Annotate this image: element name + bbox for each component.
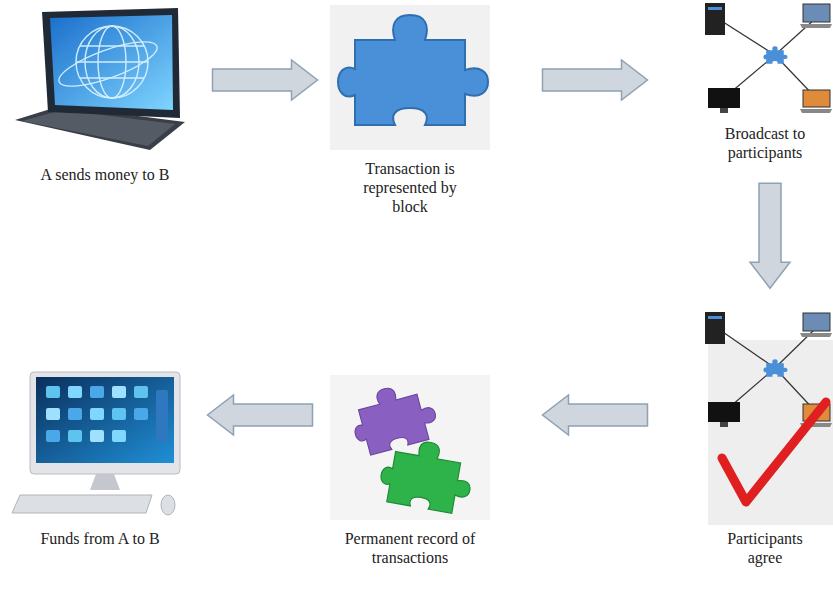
block-arrow [750, 183, 790, 288]
laptop-globe [15, 8, 185, 150]
step-caption: A sends money to B [40, 165, 170, 184]
network-agree-figure [705, 312, 833, 525]
puzzle-piece [330, 5, 490, 150]
step-caption: Broadcast to participants [715, 124, 815, 162]
block-arrow [208, 395, 313, 435]
step-node: Broadcast to participants [700, 0, 830, 166]
block-arrow [543, 60, 648, 100]
step-caption: Participants agree [715, 529, 815, 567]
network-figure [705, 3, 832, 113]
block-arrow [543, 395, 648, 435]
block-arrow [213, 60, 318, 100]
step-caption: Transaction is represented by block [350, 159, 470, 217]
step-node: Funds from A to B [10, 365, 190, 552]
step-node: Transaction is represented by block [330, 5, 490, 221]
step-node: Permanent record of transactions [330, 370, 490, 571]
step-node: A sends money to B [10, 5, 200, 188]
step-node: Participants agree [700, 305, 830, 571]
step-caption: Permanent record of transactions [343, 529, 478, 567]
step-caption: Funds from A to B [38, 529, 163, 548]
puzzle-pair [330, 375, 490, 520]
desktop-computer [12, 372, 180, 515]
